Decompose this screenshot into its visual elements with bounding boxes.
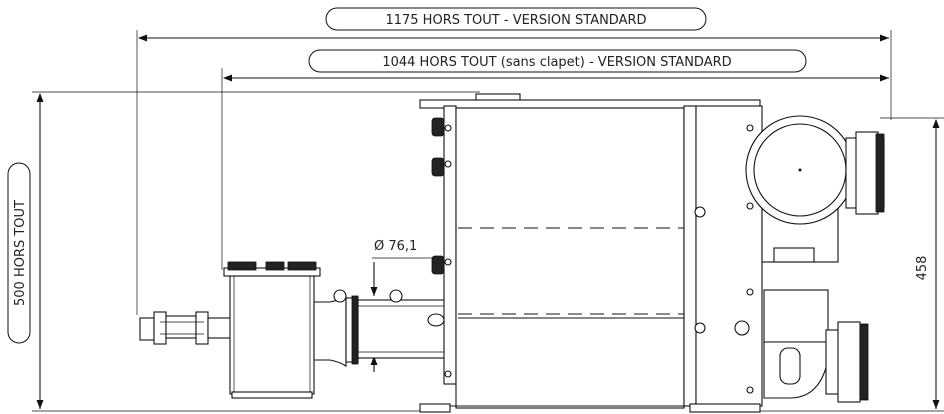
dimension-length-without-valve: 1044 HORS TOUT (sans clapet) - VERSION S…	[221, 49, 889, 270]
dimension-overall-length: 1175 HORS TOUT - VERSION STANDARD	[136, 7, 892, 315]
upper-motor	[745, 115, 885, 263]
overall-length-label-frame	[325, 7, 707, 31]
sump-tank	[223, 261, 321, 399]
inlet-pipe	[313, 289, 455, 368]
lower-motor	[763, 289, 869, 403]
check-valve	[139, 311, 233, 345]
overall-height-label-frame	[7, 162, 31, 344]
overall-height-label: 500 HORS TOUT	[13, 200, 28, 306]
dimension-pipe-diameter: Ø 76,1	[370, 239, 440, 372]
unit-height-label: 458	[915, 256, 930, 281]
overall-length-label: 1175 HORS TOUT - VERSION STANDARD	[385, 13, 646, 28]
dimension-overall-height: 500 HORS TOUT	[7, 91, 480, 412]
length-without-valve-label: 1044 HORS TOUT (sans clapet) - VERSION S…	[382, 55, 731, 70]
length-without-valve-label-frame	[308, 49, 807, 73]
pipe-diameter-label: Ø 76,1	[374, 239, 417, 254]
main-tank	[419, 93, 763, 413]
dimension-unit-height: 458	[760, 117, 944, 412]
